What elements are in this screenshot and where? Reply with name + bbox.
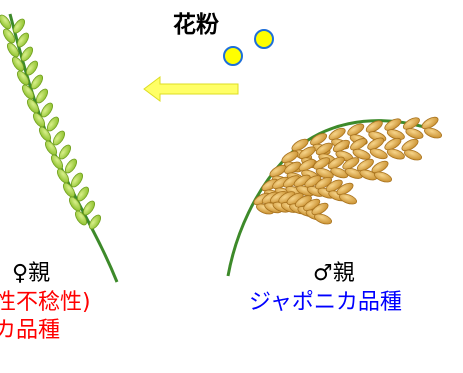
pollen-grain-2: [255, 30, 273, 48]
male-variety-label: ジャポニカ品種: [249, 292, 402, 314]
female-rice-panicle: [0, 13, 117, 282]
female-parent-label: ♀親: [12, 263, 50, 285]
pollen-grain-1: [224, 47, 242, 65]
male-parent-label: ♂親: [313, 263, 355, 285]
male-grain: [405, 127, 425, 141]
male-grain: [403, 148, 423, 162]
male-grain: [373, 170, 393, 184]
female-grains: [0, 13, 103, 231]
female-variety-line2: カ品種: [0, 320, 60, 342]
male-grain: [338, 192, 358, 206]
male-rice-panicle: [228, 115, 443, 276]
male-grains: [252, 115, 443, 226]
pollen-transfer-arrow: [144, 77, 238, 101]
male-grain: [423, 126, 443, 140]
female-variety-line1: 性不稔性): [0, 292, 91, 314]
pollen-label: 花粉: [173, 14, 219, 37]
male-grain: [313, 212, 333, 226]
